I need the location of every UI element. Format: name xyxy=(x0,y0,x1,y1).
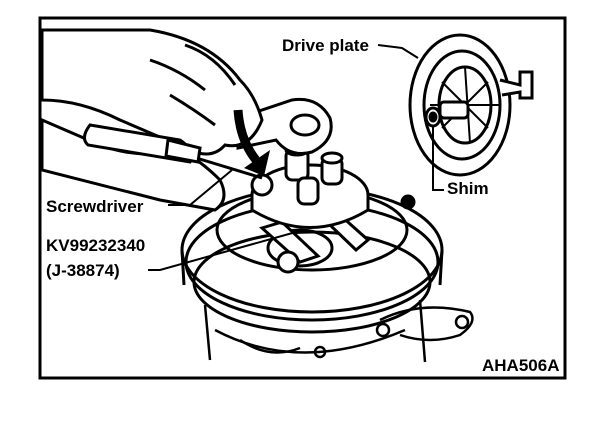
leader-lines xyxy=(148,44,444,271)
screwdriver-label: Screwdriver xyxy=(46,197,144,216)
screwdriver xyxy=(164,138,263,180)
hands xyxy=(40,28,264,212)
compressor-body xyxy=(203,299,474,363)
tool-alt-number-label: (J-38874) xyxy=(46,261,120,280)
drive-plate-label: Drive plate xyxy=(282,36,369,55)
tool-number-label: KV99232340 xyxy=(46,236,146,255)
shim-label: Shim xyxy=(447,179,489,198)
drive-plate xyxy=(408,33,534,177)
special-tool xyxy=(250,143,371,274)
figure-frame xyxy=(38,16,567,380)
figure-code: AHA506A xyxy=(482,356,560,375)
rotation-arrow xyxy=(233,109,270,176)
